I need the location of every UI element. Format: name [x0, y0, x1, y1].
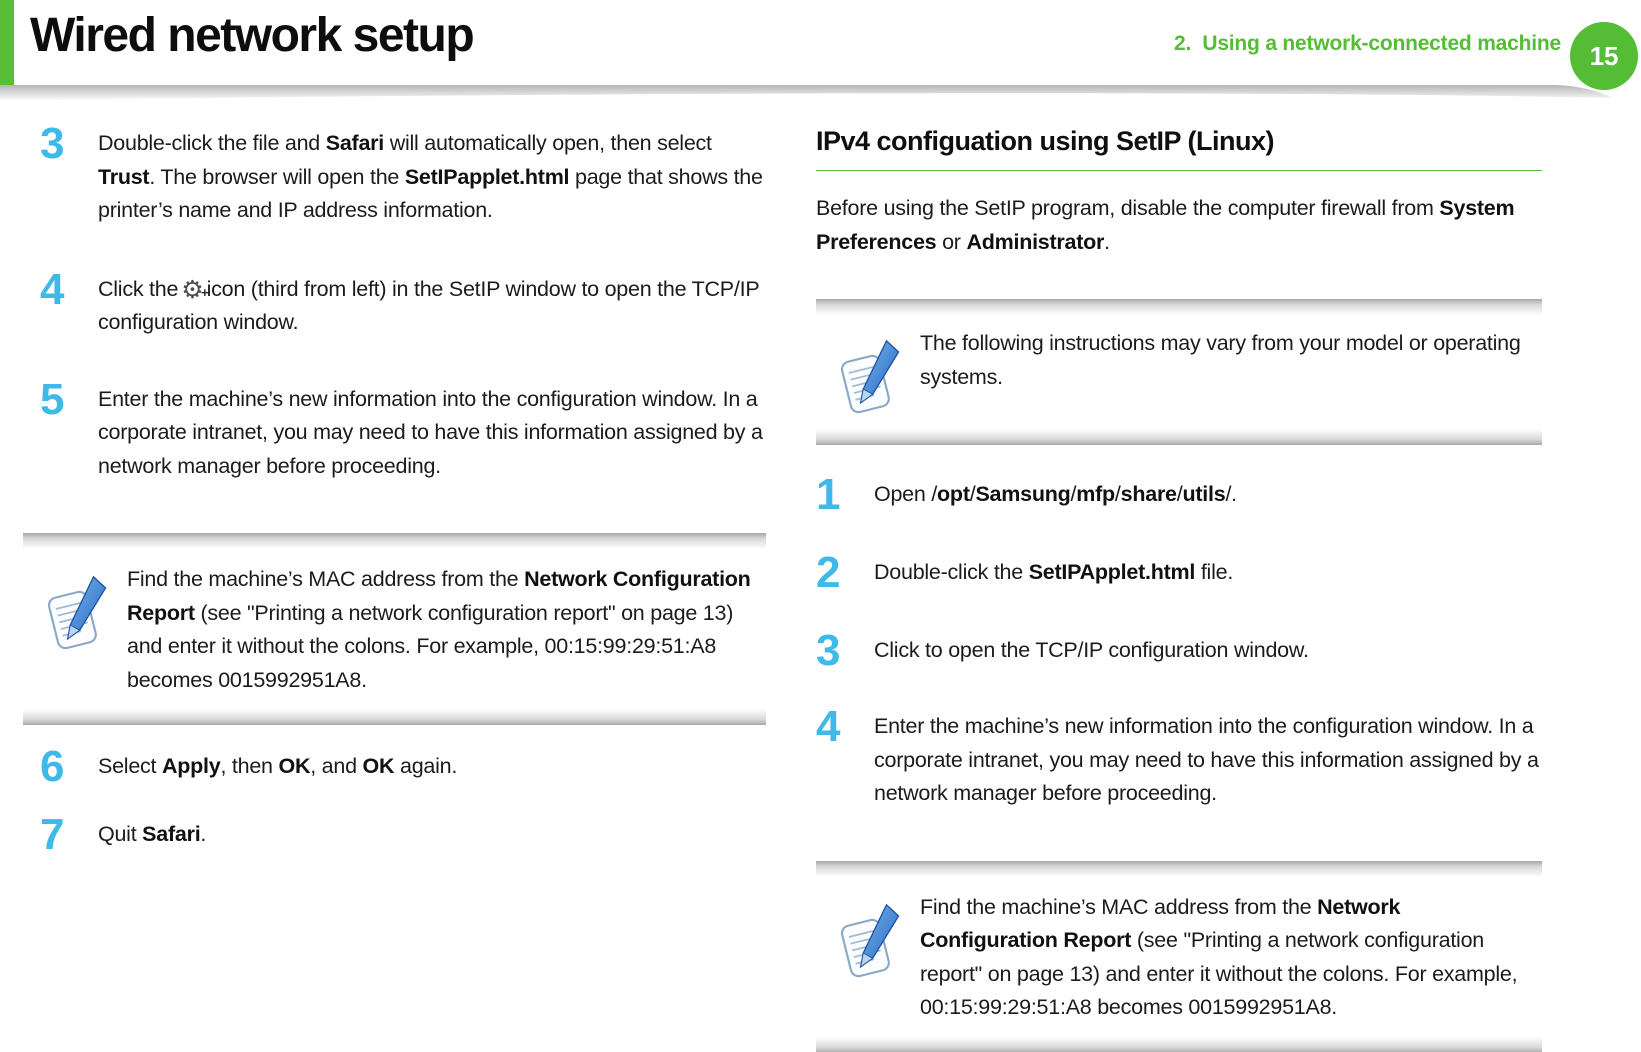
step-number: 3	[40, 119, 65, 168]
step-text: Select Apply, then OK, and OK again.	[98, 754, 458, 778]
note-border-top	[816, 299, 1542, 315]
step-3-right: 3 Click to open the TCP/IP configuration…	[816, 626, 1542, 675]
header-accent-bar	[0, 0, 14, 96]
note-border-bottom	[816, 1036, 1542, 1052]
step-number: 5	[40, 374, 65, 424]
step-4-left: 4 Click the⚙icon (third from left) in th…	[40, 264, 766, 340]
step-number: 6	[40, 742, 65, 791]
step-number: 7	[40, 810, 65, 859]
step-7-left: 7 Quit Safari.	[40, 810, 766, 859]
step-3-left: 3 Double-click the file and Safari will …	[40, 119, 766, 228]
step-text: Enter the machine’s new information into…	[98, 386, 763, 478]
note-text: Find the machine’s MAC address from the …	[920, 894, 1518, 1020]
left-column: 3 Double-click the file and Safari will …	[23, 118, 766, 859]
step-6-left: 6 Select Apply, then OK, and OK again.	[40, 742, 766, 791]
gear-plus-icon: ⚙	[181, 277, 209, 303]
step-5-left: 5 Enter the machine’s new information in…	[40, 374, 766, 484]
page-title: Wired network setup	[30, 9, 475, 62]
chapter-label: 2. Using a network-connected machine	[1173, 32, 1561, 55]
note-pencil-icon	[840, 339, 900, 414]
step-number: 3	[816, 626, 841, 675]
note-text: Find the machine’s MAC address from the …	[127, 567, 751, 692]
note-border-top	[23, 533, 766, 549]
step-text: Enter the machine’s new information into…	[874, 714, 1539, 805]
step-text: Open /opt/Samsung/mfp/share/utils/.	[874, 482, 1237, 506]
step-4-right: 4 Enter the machine’s new information in…	[816, 702, 1542, 811]
step-text: Click to open the TCP/IP configuration w…	[874, 638, 1309, 662]
section-heading-rule	[816, 170, 1542, 171]
note-box-mac-address-2: Find the machine’s MAC address from the …	[816, 860, 1542, 1052]
right-column: IPv4 configuation using SetIP (Linux) Be…	[816, 118, 1542, 1052]
note-pencil-icon	[840, 903, 900, 977]
note-pencil-icon	[47, 575, 107, 650]
step-1-right: 1 Open /opt/Samsung/mfp/share/utils/.	[816, 470, 1542, 519]
note-box-mac-address: Find the machine’s MAC address from the …	[23, 533, 766, 725]
step-text: Double-click the SetIPApplet.html file.	[874, 560, 1234, 584]
section-heading: IPv4 configuation using SetIP (Linux)	[816, 126, 1275, 156]
note-box-instructions-vary: The following instructions may vary from…	[816, 299, 1542, 445]
intro-paragraph: Before using the SetIP program, disable …	[816, 196, 1515, 254]
step-text: Double-click the file and Safari will au…	[98, 131, 763, 222]
step-number: 4	[816, 702, 841, 751]
step-text: Quit Safari.	[98, 822, 207, 846]
note-border-bottom	[23, 709, 766, 725]
step-2-right: 2 Double-click the SetIPApplet.html file…	[816, 548, 1542, 597]
page-number: 15	[1589, 40, 1619, 71]
step-number: 4	[40, 264, 65, 314]
header-shadow-divider	[0, 85, 1612, 101]
step-number: 1	[816, 470, 841, 519]
page-number-badge: 15	[1570, 22, 1638, 90]
step-text: Click the⚙icon (third from left) in the …	[98, 270, 766, 340]
step-number: 2	[816, 548, 841, 597]
note-border-top	[816, 860, 1542, 877]
note-text: The following instructions may vary from…	[920, 331, 1521, 389]
note-border-bottom	[816, 429, 1542, 445]
